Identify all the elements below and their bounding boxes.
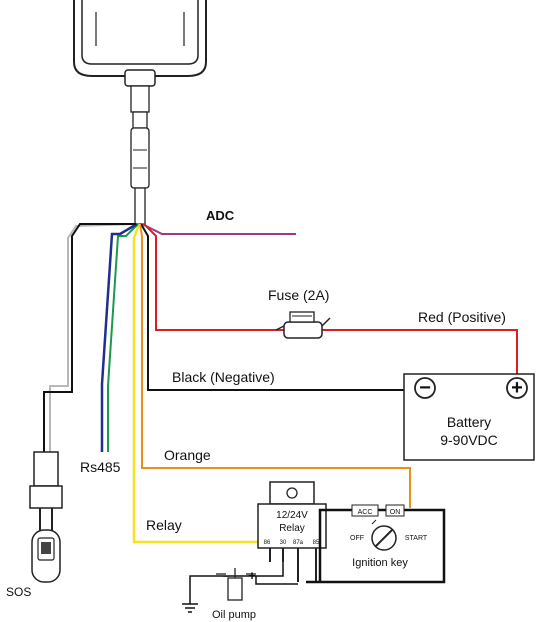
orange-wire — [139, 223, 411, 508]
relay-pin-85: 85 — [313, 540, 320, 546]
black-negative-label: Black (Negative) — [172, 369, 275, 385]
oil-pump-plus: + — [248, 568, 256, 583]
rs485-label: Rs485 — [80, 459, 121, 475]
rs485-blue-wire — [100, 222, 138, 452]
sos-label: SOS — [6, 585, 31, 599]
black-negative-wire — [140, 223, 404, 391]
red-positive-wire — [143, 223, 284, 331]
ignition-on-label: ON — [390, 509, 401, 516]
oil-pump-label: Oil pump — [212, 609, 256, 621]
battery-label: Battery — [447, 414, 491, 430]
rs485-green-wire — [107, 223, 139, 452]
relay-pin-87a: 87a — [293, 540, 304, 546]
battery-positive-terminal: + — [511, 377, 523, 399]
ignition-start-label: START — [405, 535, 428, 542]
relay-name-label: Relay — [279, 523, 305, 534]
battery-voltage-label: 9-90VDC — [440, 432, 498, 448]
relay-pump-wire — [255, 576, 298, 585]
ground-symbol — [182, 603, 198, 613]
adc-label: ADC — [206, 208, 235, 223]
relay-wire-label: Relay — [146, 517, 182, 533]
red-positive-label: Red (Positive) — [418, 309, 506, 325]
main-cable — [130, 85, 150, 225]
oil-pump: − + — [216, 568, 256, 601]
relay-ignition-wire — [306, 508, 446, 584]
orange-label: Orange — [164, 447, 211, 463]
relay-ground-wire — [189, 562, 284, 604]
battery: − + — [403, 373, 535, 461]
relay — [257, 481, 327, 582]
fuse-label: Fuse (2A) — [268, 287, 329, 303]
gps-device — [73, 0, 207, 87]
ignition-off-label: OFF — [350, 535, 364, 542]
adc-wire — [141, 223, 296, 235]
ignition-key-label: Ignition key — [352, 557, 408, 569]
relay-yellow-wire — [132, 223, 262, 544]
sos-button — [29, 451, 63, 583]
relay-pin-30: 30 — [280, 540, 287, 546]
ignition-acc-label: ACC — [358, 509, 373, 516]
relay-voltage-label: 12/24V — [276, 510, 308, 521]
red-positive-wire-right — [322, 329, 518, 374]
battery-negative-terminal: − — [419, 377, 431, 399]
sos-gray-wire — [49, 223, 137, 452]
oil-pump-minus: − — [223, 571, 229, 583]
fuse — [275, 311, 331, 339]
sos-black-wire — [43, 223, 136, 452]
relay-pin-86: 86 — [264, 540, 271, 546]
ignition-key — [351, 504, 405, 551]
